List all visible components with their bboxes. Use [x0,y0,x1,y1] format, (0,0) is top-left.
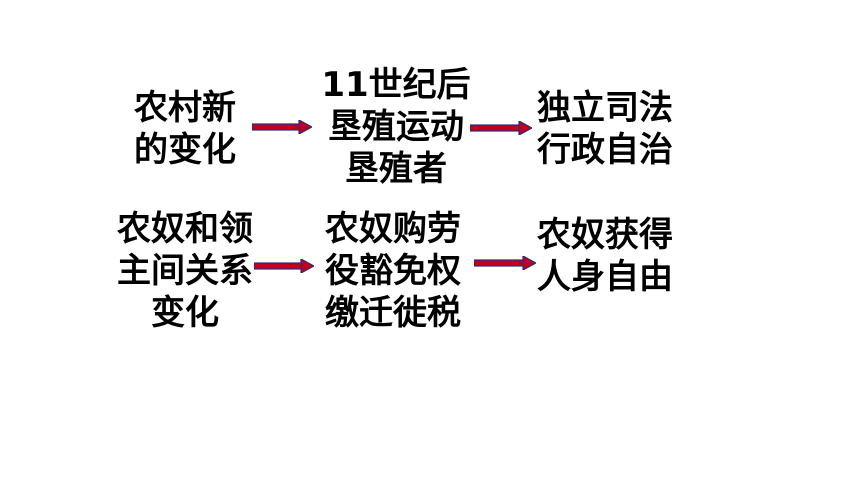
flow-arrow [474,256,536,270]
step-line: 独立司法 [537,88,673,128]
flow-arrow [254,259,314,273]
step-line: 行政自治 [537,130,673,170]
step-reclamation-movement: 11世纪后 垦殖运动 垦殖者 [318,64,474,190]
step-line: 垦殖者 [345,149,447,189]
step-line: 人身自由 [537,257,673,297]
step-line: 垦殖运动 [328,107,464,147]
step-line: 农奴和领 [117,209,253,249]
step-line: 役豁免权 [325,251,461,291]
flow-arrow [470,121,532,135]
step-line: 变化 [151,293,219,333]
step-self-government: 独立司法 行政自治 [530,87,680,171]
step-line: 农奴获得 [537,215,673,255]
step-line: 缴迁徙税 [325,293,461,333]
step-line: 11世纪后 [321,65,471,105]
step-line: 的变化 [134,130,236,170]
step-serf-lord-relations: 农奴和领 主间关系 变化 [112,208,258,334]
step-personal-freedom: 农奴获得 人身自由 [530,214,680,298]
step-line: 主间关系 [117,251,253,291]
step-serf-purchases: 农奴购劳 役豁免权 缴迁徙税 [318,208,468,334]
step-line: 农奴购劳 [325,209,461,249]
flow-arrow [252,120,312,134]
step-rural-change: 农村新 的变化 [112,87,258,171]
step-line: 农村新 [134,88,236,128]
